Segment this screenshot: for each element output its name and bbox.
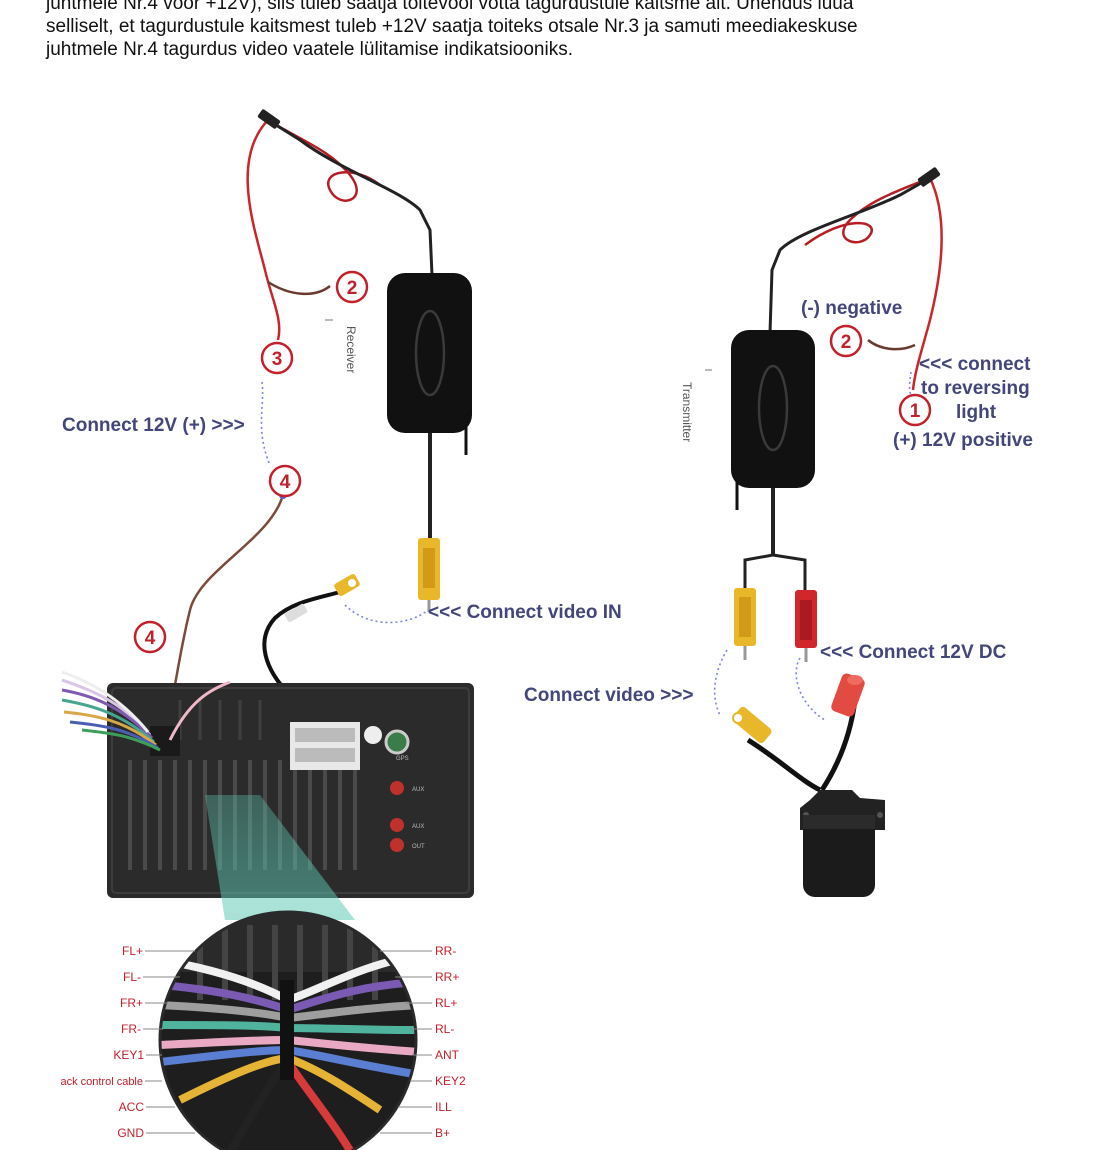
pin-key2: KEY2 bbox=[435, 1074, 466, 1088]
svg-text:4: 4 bbox=[280, 472, 291, 493]
headunit-video-cable bbox=[262, 590, 341, 697]
intro-line-2: selliselt, et tagurdustule kaitsmest tul… bbox=[46, 16, 858, 37]
pin-fl-minus: FL- bbox=[123, 970, 141, 984]
pin-rr-minus: RR- bbox=[435, 944, 456, 958]
svg-text:OUT: OUT bbox=[412, 844, 425, 850]
marker-receiver-2: 2 bbox=[335, 270, 369, 304]
positive-label: (+) 12V positive bbox=[893, 430, 1033, 451]
pin-fr-minus: FR- bbox=[121, 1022, 141, 1036]
pin-key1: KEY1 bbox=[113, 1048, 144, 1062]
receiver-black-wire-top bbox=[267, 118, 434, 276]
pin-fl-plus: FL+ bbox=[122, 944, 143, 958]
svg-text:AUX: AUX bbox=[412, 824, 424, 830]
svg-text:1: 1 bbox=[910, 401, 921, 422]
transmitter-led-window bbox=[757, 364, 789, 452]
intro-paragraph: juhtmele Nr.4 võõr +12V), siis tuleb saa… bbox=[46, 0, 1046, 61]
harness-loose-wires bbox=[61, 670, 231, 752]
pin-gnd: GND bbox=[117, 1126, 144, 1140]
receiver-red-wire-coil bbox=[267, 118, 381, 202]
connect-reversing-line3: light bbox=[956, 402, 997, 423]
pin-acc: ACC bbox=[119, 1100, 145, 1114]
dotted-video-line bbox=[344, 604, 429, 624]
transmitter-device-label: Transmitter bbox=[680, 382, 694, 442]
negative-label: (-) negative bbox=[801, 298, 902, 319]
pin-back-control-cable: ack control cable bbox=[60, 1076, 143, 1088]
receiver-plug bbox=[257, 109, 281, 129]
svg-text:2: 2 bbox=[347, 278, 358, 299]
connect-12v-label: Connect 12V (+) >>> bbox=[62, 415, 245, 436]
pin-ant: ANT bbox=[435, 1048, 460, 1062]
receiver-red-wire bbox=[246, 119, 281, 341]
marker-transmitter-2: 2 bbox=[829, 324, 863, 358]
svg-text:3: 3 bbox=[272, 349, 283, 370]
receiver-device-label: Receiver bbox=[344, 326, 358, 373]
connect-reversing-line1: <<< connect bbox=[919, 354, 1031, 375]
marker-receiver-3: 3 bbox=[260, 341, 294, 375]
pin-rl-plus: RL+ bbox=[435, 996, 457, 1010]
receiver-wiring bbox=[166, 109, 472, 721]
transmitter-wiring bbox=[705, 167, 943, 721]
transmitter-ground-wire bbox=[867, 339, 916, 351]
dotted-camera-power-line bbox=[795, 657, 826, 721]
pin-b-plus: B+ bbox=[435, 1126, 450, 1140]
right-pin-labels: RR- RR+ RL+ RL- ANT KEY2 ILL B+ bbox=[435, 944, 466, 1140]
transmitter-box bbox=[731, 330, 815, 488]
camera-yellow-connector bbox=[732, 706, 772, 744]
marker-receiver-4-bottom: 4 bbox=[133, 620, 167, 654]
pin-rr-plus: RR+ bbox=[435, 970, 459, 984]
transmitter-red-coil bbox=[804, 176, 931, 247]
rca-port-3 bbox=[390, 838, 404, 852]
zoom-beam bbox=[205, 795, 355, 920]
dotted-power-line bbox=[260, 381, 271, 466]
connect-reversing-line2: to reversing bbox=[921, 378, 1030, 399]
harness-zoom-circle bbox=[158, 910, 418, 1150]
svg-text:4: 4 bbox=[145, 628, 156, 649]
connect-video-label: Connect video >>> bbox=[524, 685, 693, 706]
rca-port-1 bbox=[390, 781, 404, 795]
pin-leaders bbox=[143, 950, 432, 1134]
receiver-ground-wire bbox=[267, 280, 331, 296]
gps-antenna-port bbox=[384, 729, 410, 755]
transmitter-red-wire bbox=[911, 177, 943, 391]
dotted-camera-video-line bbox=[713, 649, 728, 716]
rear-camera bbox=[732, 673, 885, 897]
pin-rl-minus: RL- bbox=[435, 1022, 454, 1036]
camera-body bbox=[803, 815, 875, 897]
dotted-reversing-line bbox=[908, 371, 913, 399]
marker-receiver-4-top: 4 bbox=[268, 464, 302, 498]
pin-ill: ILL bbox=[435, 1100, 452, 1114]
receiver-led-window bbox=[414, 309, 446, 397]
rca-port-2 bbox=[390, 818, 404, 832]
left-pin-labels: FL+ FL- FR+ FR- KEY1 ack control cable A… bbox=[60, 944, 144, 1140]
svg-text:AUX: AUX bbox=[412, 787, 424, 793]
receiver-box bbox=[387, 273, 472, 433]
marker-transmitter-1: 1 bbox=[898, 393, 932, 427]
transmitter-black-wire-top bbox=[768, 176, 931, 334]
transmitter-plug bbox=[917, 167, 941, 187]
svg-text:2: 2 bbox=[841, 332, 852, 353]
connect-12v-dc-label: <<< Connect 12V DC bbox=[820, 642, 1007, 663]
connect-video-in-label: <<< Connect video IN bbox=[428, 602, 622, 623]
pin-fr-plus: FR+ bbox=[120, 996, 143, 1010]
intro-line-3: juhtmele Nr.4 tagurdus video vaatele lül… bbox=[46, 39, 573, 60]
intro-line-1: juhtmele Nr.4 võõr +12V), siis tuleb saa… bbox=[46, 0, 854, 14]
svg-text:GPS: GPS bbox=[396, 756, 409, 762]
